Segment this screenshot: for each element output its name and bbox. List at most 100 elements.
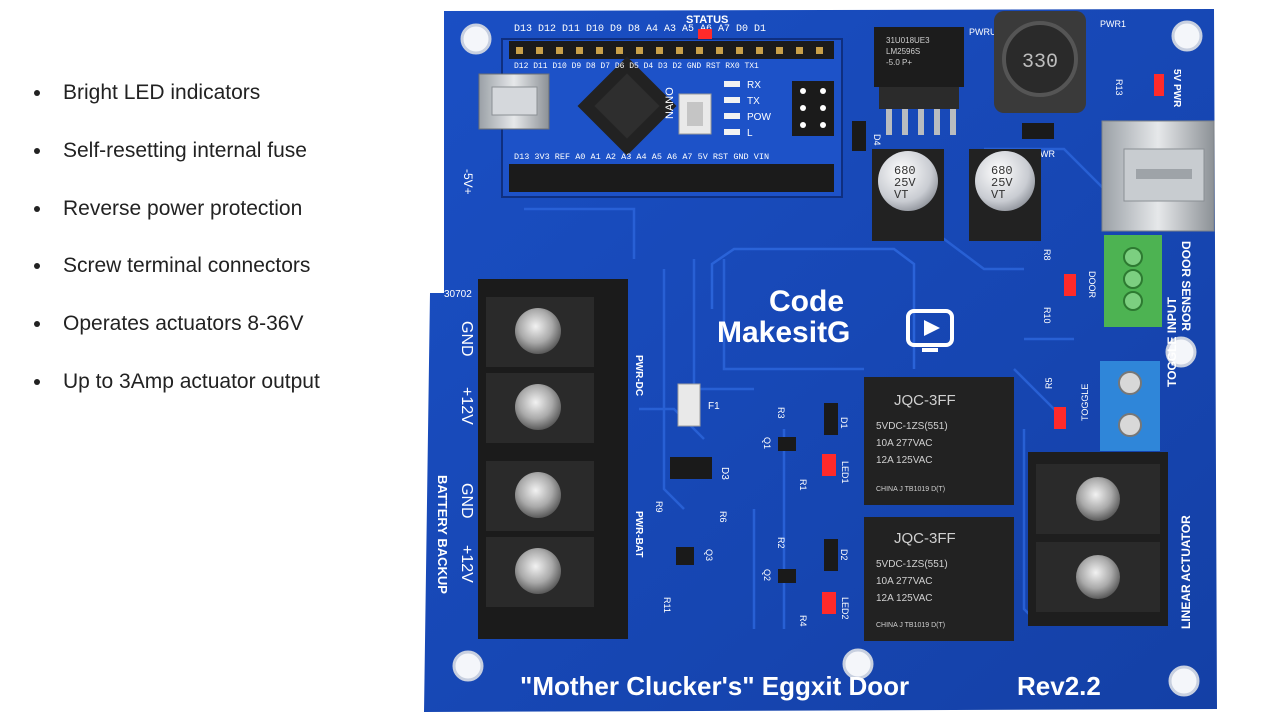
reg-line-1: 31U018UE3 xyxy=(886,36,930,45)
q2-label: Q2 xyxy=(762,569,772,581)
svg-text:12A 125VAC: 12A 125VAC xyxy=(876,455,933,466)
5v-pwr-label: 5V PWR xyxy=(1171,69,1182,108)
pwr-dc-label: PWR-DC xyxy=(633,355,644,396)
svg-text:12A 125VAC: 12A 125VAC xyxy=(876,593,933,604)
r10-label: R10 xyxy=(1042,307,1052,324)
v12-top-label: +12V xyxy=(458,387,475,425)
linear-actuator-label: LINEAR ACTUATOR xyxy=(1179,515,1193,629)
led2-label: LED2 xyxy=(840,597,850,620)
r8-label: R8 xyxy=(1042,249,1052,261)
l-label: L xyxy=(747,128,753,139)
inductor: 330 xyxy=(994,11,1086,113)
svg-text:5VDC-1ZS(551): 5VDC-1ZS(551) xyxy=(876,421,948,432)
r11-label: R11 xyxy=(662,597,672,613)
f1-label: F1 xyxy=(708,401,720,412)
diode-d2 xyxy=(824,539,838,571)
door-sensor-terminal xyxy=(1104,235,1162,327)
inductor-value: 330 xyxy=(1022,51,1058,74)
bullet-icon xyxy=(34,205,40,212)
feature-list: Bright LED indicators Self-resetting int… xyxy=(0,0,420,720)
pow-label: POW xyxy=(747,112,771,123)
r4-label: R4 xyxy=(798,615,808,627)
logo-frame xyxy=(710,247,916,369)
pwr-label: PWR xyxy=(1034,149,1055,159)
capacitor-2: 680 25V VT xyxy=(969,149,1041,241)
brand-line-2: MakesitG xyxy=(717,316,850,349)
diode-d4 xyxy=(852,121,866,151)
q1-label: Q1 xyxy=(762,437,772,449)
usb-a-port xyxy=(1101,120,1215,232)
svg-text:VT: VT xyxy=(991,188,1005,202)
transistor-q2 xyxy=(778,569,796,583)
bullet-icon xyxy=(34,321,40,328)
pcb-board-photo: RX TX POW L NANO D13 3V3 REF A0 A1 A2 A3… xyxy=(424,9,1219,712)
r3-label: R3 xyxy=(776,407,786,419)
q3-label: Q3 xyxy=(704,549,714,561)
bullet-icon xyxy=(34,147,40,154)
reg-line-3: -5.0 P+ xyxy=(886,58,912,67)
gnd-top-label: GND xyxy=(458,321,475,357)
r1-label: R1 xyxy=(798,479,808,491)
toggle-input-label: TOGGLE INPUT xyxy=(1165,297,1179,387)
led2-icon xyxy=(822,592,836,614)
feature-item: Bright LED indicators xyxy=(34,78,320,136)
door-label: DOOR xyxy=(1087,271,1097,299)
pwr-bat-label: PWR-BAT xyxy=(633,511,644,557)
pwru3-label: PWRU3 xyxy=(969,27,1002,37)
status-label: STATUS xyxy=(686,14,728,26)
door-sensor-label: DOOR SENSOR xyxy=(1179,241,1193,331)
play-screen-icon xyxy=(906,309,954,352)
led1-icon xyxy=(822,454,836,476)
svg-text:10A 277VAC: 10A 277VAC xyxy=(876,576,933,587)
brand-line-1: Code xyxy=(769,285,844,318)
mounting-holes xyxy=(452,20,1203,697)
bullet-icon xyxy=(34,90,40,96)
bullet-icon xyxy=(34,263,40,270)
toggle-input-terminal xyxy=(1100,361,1160,451)
feature-item: Reverse power protection xyxy=(34,194,320,252)
svg-text:25V: 25V xyxy=(894,176,916,190)
transistor-q1 xyxy=(778,437,796,451)
battery-backup-label: BATTERY BACKUP xyxy=(435,475,450,594)
r6-label: R6 xyxy=(718,511,728,523)
tx-label: TX xyxy=(747,96,760,107)
arduino-nano: RX TX POW L NANO D13 3V3 REF A0 A1 A2 A3… xyxy=(478,38,843,198)
linear-actuator-terminal xyxy=(1028,452,1168,626)
board-title: "Mother Clucker's" Eggxit Door xyxy=(520,671,909,701)
header-top-label: D13 D12 D11 D10 D9 D8 A4 A3 A5 A6 A7 D0 … xyxy=(514,24,766,35)
d1-label: D1 xyxy=(839,417,849,429)
svg-text:680: 680 xyxy=(894,164,916,178)
capacitor-1: 680 25V VT xyxy=(872,149,944,241)
svg-text:CHINA J TB1019 D(T): CHINA J TB1019 D(T) xyxy=(876,486,945,493)
v12-bottom-label: +12V xyxy=(458,545,475,583)
transistor-q3 xyxy=(676,547,694,565)
r2-label: R2 xyxy=(776,537,786,549)
fuse-f1 xyxy=(677,383,701,427)
svg-text:5VDC-1ZS(551): 5VDC-1ZS(551) xyxy=(876,559,948,570)
pwr-led-icon xyxy=(1154,74,1164,96)
board-revision: Rev2.2 xyxy=(1017,671,1101,701)
nano-label: NANO xyxy=(664,87,676,119)
feature-item: Operates actuators 8-36V xyxy=(34,309,320,367)
pin-row-top: D13 3V3 REF A0 A1 A2 A3 A4 A5 A6 A7 5V R… xyxy=(514,152,769,162)
pwr1-label: PWR1 xyxy=(1100,19,1126,29)
toggle-label: TOGGLE xyxy=(1080,384,1090,421)
d2-label: D2 xyxy=(839,549,849,561)
pin-row-bottom: D12 D11 D10 D9 D8 D7 D6 D5 D4 D3 D2 GND … xyxy=(514,62,759,71)
diode-pwr xyxy=(1022,123,1054,139)
status-led-icon xyxy=(698,29,712,39)
svg-text:25V: 25V xyxy=(991,176,1013,190)
svg-text:JQC-3FF: JQC-3FF xyxy=(894,392,956,409)
feature-item: Up to 3Amp actuator output xyxy=(34,367,320,425)
r13-label: R13 xyxy=(1114,79,1124,96)
gnd-bottom-label: GND xyxy=(458,483,475,519)
svg-text:JQC-3FF: JQC-3FF xyxy=(894,530,956,547)
r9-label: R9 xyxy=(654,501,664,513)
feature-item: Screw terminal connectors xyxy=(34,251,320,309)
toggle-led-icon xyxy=(1054,407,1066,429)
bullet-icon xyxy=(34,378,40,385)
d4-label: D4 xyxy=(872,134,882,146)
num-30702-label: 30702 xyxy=(444,289,472,300)
led1-label: LED1 xyxy=(840,461,850,484)
svg-text:CHINA J TB1019 D(T): CHINA J TB1019 D(T) xyxy=(876,622,945,629)
